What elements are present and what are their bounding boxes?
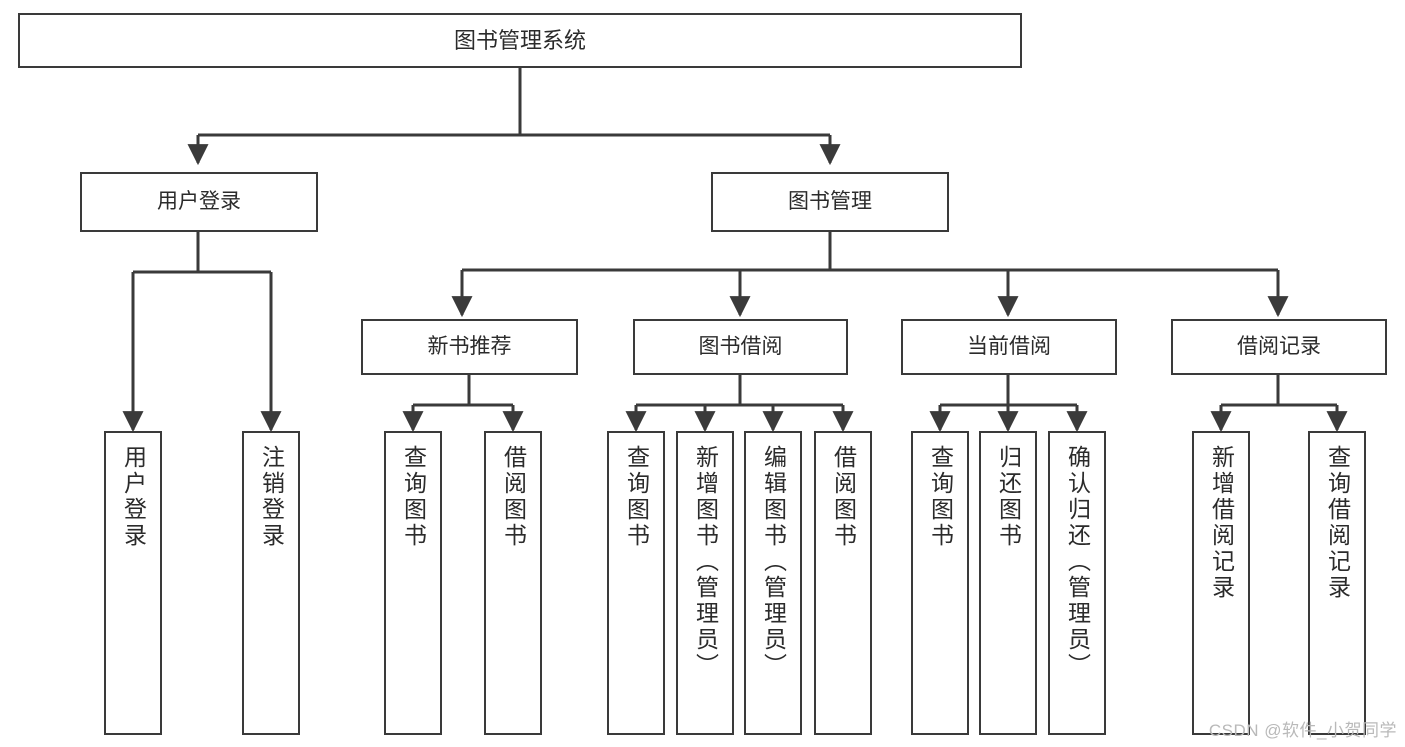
node-leaf-user-login[interactable]: 用户登录 [104,431,162,735]
node-leaf-query-book-1-label: 查询图书 [400,445,427,549]
node-book-borrow[interactable]: 图书借阅 [633,319,848,375]
node-leaf-confirm-return[interactable]: 确认归还（管理员） [1048,431,1106,735]
node-leaf-add-record-label: 新增借阅记录 [1208,445,1235,601]
node-leaf-query-book-3-label: 查询图书 [927,445,954,549]
node-leaf-add-book[interactable]: 新增图书（管理员） [676,431,734,735]
node-leaf-edit-book[interactable]: 编辑图书（管理员） [744,431,802,735]
node-leaf-query-record[interactable]: 查询借阅记录 [1308,431,1366,735]
node-leaf-borrow-book-2-label: 借阅图书 [830,445,857,549]
node-leaf-user-login-label: 用户登录 [120,445,147,549]
node-leaf-query-book-2-label: 查询图书 [623,445,650,549]
node-leaf-add-book-label: 新增图书（管理员） [692,445,719,679]
node-leaf-query-book-3[interactable]: 查询图书 [911,431,969,735]
node-leaf-user-logout[interactable]: 注销登录 [242,431,300,735]
node-user-login[interactable]: 用户登录 [80,172,318,232]
node-leaf-confirm-return-label: 确认归还（管理员） [1064,445,1091,679]
node-book-manage[interactable]: 图书管理 [711,172,949,232]
node-book-manage-label: 图书管理 [788,189,872,213]
node-leaf-query-book-2[interactable]: 查询图书 [607,431,665,735]
node-borrow-record[interactable]: 借阅记录 [1171,319,1387,375]
node-root-label: 图书管理系统 [453,27,586,53]
node-user-login-label: 用户登录 [157,189,241,213]
node-new-book-recommend[interactable]: 新书推荐 [361,319,578,375]
node-root[interactable]: 图书管理系统 [18,13,1022,68]
node-leaf-user-logout-label: 注销登录 [258,445,285,549]
node-leaf-return-book-label: 归还图书 [995,445,1022,549]
node-book-borrow-label: 图书借阅 [698,334,783,358]
node-leaf-return-book[interactable]: 归还图书 [979,431,1037,735]
node-new-book-recommend-label: 新书推荐 [427,334,512,358]
node-leaf-borrow-book-2[interactable]: 借阅图书 [814,431,872,735]
node-current-borrow[interactable]: 当前借阅 [901,319,1117,375]
node-leaf-borrow-book-1-label: 借阅图书 [500,445,527,549]
node-current-borrow-label: 当前借阅 [967,334,1051,358]
node-leaf-query-record-label: 查询借阅记录 [1324,445,1351,601]
node-leaf-edit-book-label: 编辑图书（管理员） [760,445,787,679]
node-borrow-record-label: 借阅记录 [1237,334,1321,358]
node-leaf-query-book-1[interactable]: 查询图书 [384,431,442,735]
node-leaf-borrow-book-1[interactable]: 借阅图书 [484,431,542,735]
node-leaf-add-record[interactable]: 新增借阅记录 [1192,431,1250,735]
